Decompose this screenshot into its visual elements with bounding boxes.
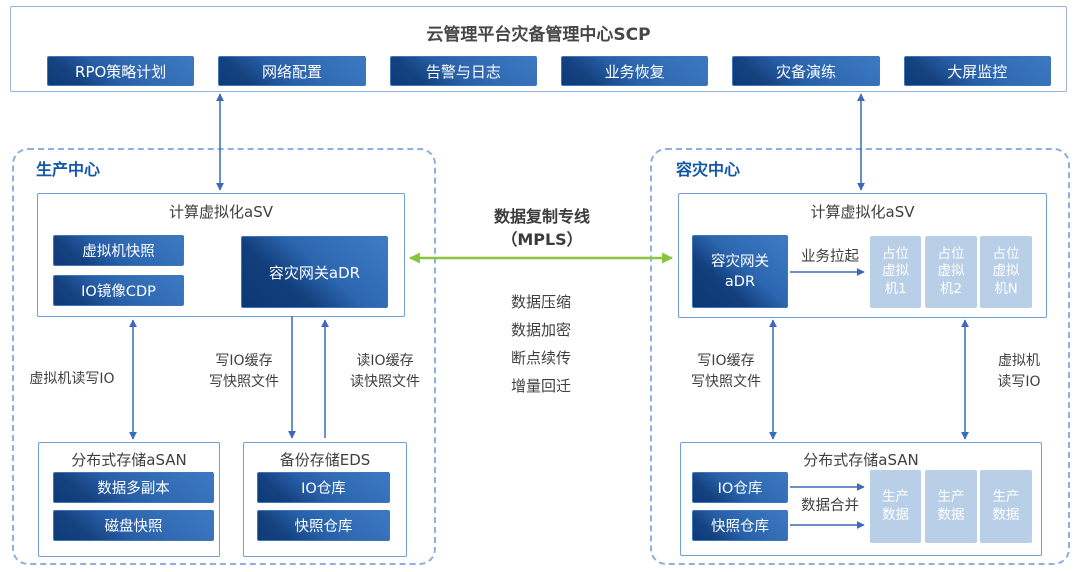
io-mirror-cdp-chip[interactable]: IO镜像CDP	[53, 275, 184, 306]
recovery-vm-rw-io-label: 虚拟机 读写IO	[997, 353, 1041, 390]
mpls-link-title: 数据复制专线 （MPLS）	[493, 207, 590, 249]
production-center-label: 生产中心	[36, 160, 101, 179]
scp-title: 云管理平台灾备管理中心SCP	[426, 25, 651, 45]
recovery-snapshot-repo-chip[interactable]: 快照仓库	[692, 510, 788, 541]
production-data-box-1: 生产 数据	[870, 470, 921, 543]
data-merge-label: 数据合并	[801, 498, 859, 514]
production-data-box-2: 生产 数据	[925, 470, 977, 543]
data-multi-replica-chip[interactable]: 数据多副本	[53, 472, 214, 503]
vm-snapshot-chip[interactable]: 虚拟机快照	[53, 235, 184, 266]
recovery-asv-title: 计算虚拟化aSV	[810, 203, 915, 221]
scp-button-alerts-logs[interactable]: 告警与日志	[389, 56, 537, 86]
eds-snapshot-repo-chip[interactable]: 快照仓库	[257, 510, 390, 541]
production-asv-title: 计算虚拟化aSV	[169, 203, 273, 221]
recovery-dr-gateway-adr[interactable]: 容灾网关 aDR	[692, 235, 788, 308]
recovery-io-repo-chip[interactable]: IO仓库	[692, 472, 788, 503]
production-eds-title: 备份存储EDS	[279, 451, 371, 469]
scp-button-service-recovery[interactable]: 业务恢复	[560, 56, 709, 86]
recovery-asan-title: 分布式存储aSAN	[803, 451, 919, 469]
production-vm-rw-io-label: 虚拟机读写IO	[29, 371, 115, 387]
scp-panel: 云管理平台灾备管理中心SCP RPO策略计划 网络配置 告警与日志 业务恢复 灾…	[10, 6, 1067, 92]
placeholder-vm-1: 占位 虚拟 机1	[870, 236, 921, 308]
recovery-write-io-label: 写IO缓存 写快照文件	[691, 353, 761, 390]
production-center-panel	[12, 148, 436, 565]
link-feature-list: 数据压缩 数据加密 断点续传 增量回迁	[481, 288, 601, 400]
production-dr-gateway-adr[interactable]: 容灾网关aDR	[241, 236, 388, 308]
feature-data-encryption: 数据加密	[510, 321, 571, 339]
production-write-io-label: 写IO缓存 写快照文件	[209, 353, 279, 390]
production-data-box-3: 生产 数据	[980, 470, 1032, 543]
feature-resume-transfer: 断点续传	[510, 349, 571, 367]
scp-button-network-config[interactable]: 网络配置	[218, 56, 366, 86]
production-asan-title: 分布式存储aSAN	[71, 451, 187, 469]
placeholder-vm-2: 占位 虚拟 机2	[925, 236, 977, 308]
production-read-io-label: 读IO缓存 读快照文件	[350, 353, 420, 390]
feature-incremental-failback: 增量回迁	[510, 377, 571, 395]
scp-button-rpo-policy[interactable]: RPO策略计划	[47, 56, 195, 86]
scp-button-dr-drill[interactable]: 灾备演练	[732, 56, 880, 86]
scp-button-row: RPO策略计划 网络配置 告警与日志 业务恢复 灾备演练 大屏监控	[47, 56, 1051, 86]
disk-snapshot-chip[interactable]: 磁盘快照	[53, 510, 214, 541]
placeholder-vm-n: 占位 虚拟 机N	[980, 236, 1032, 308]
scp-button-dashboard-monitor[interactable]: 大屏监控	[903, 56, 1051, 86]
feature-data-compression: 数据压缩	[510, 293, 571, 311]
eds-io-repo-chip[interactable]: IO仓库	[257, 472, 390, 503]
recovery-center-label: 容灾中心	[676, 160, 741, 179]
service-pullup-label: 业务拉起	[801, 249, 859, 265]
